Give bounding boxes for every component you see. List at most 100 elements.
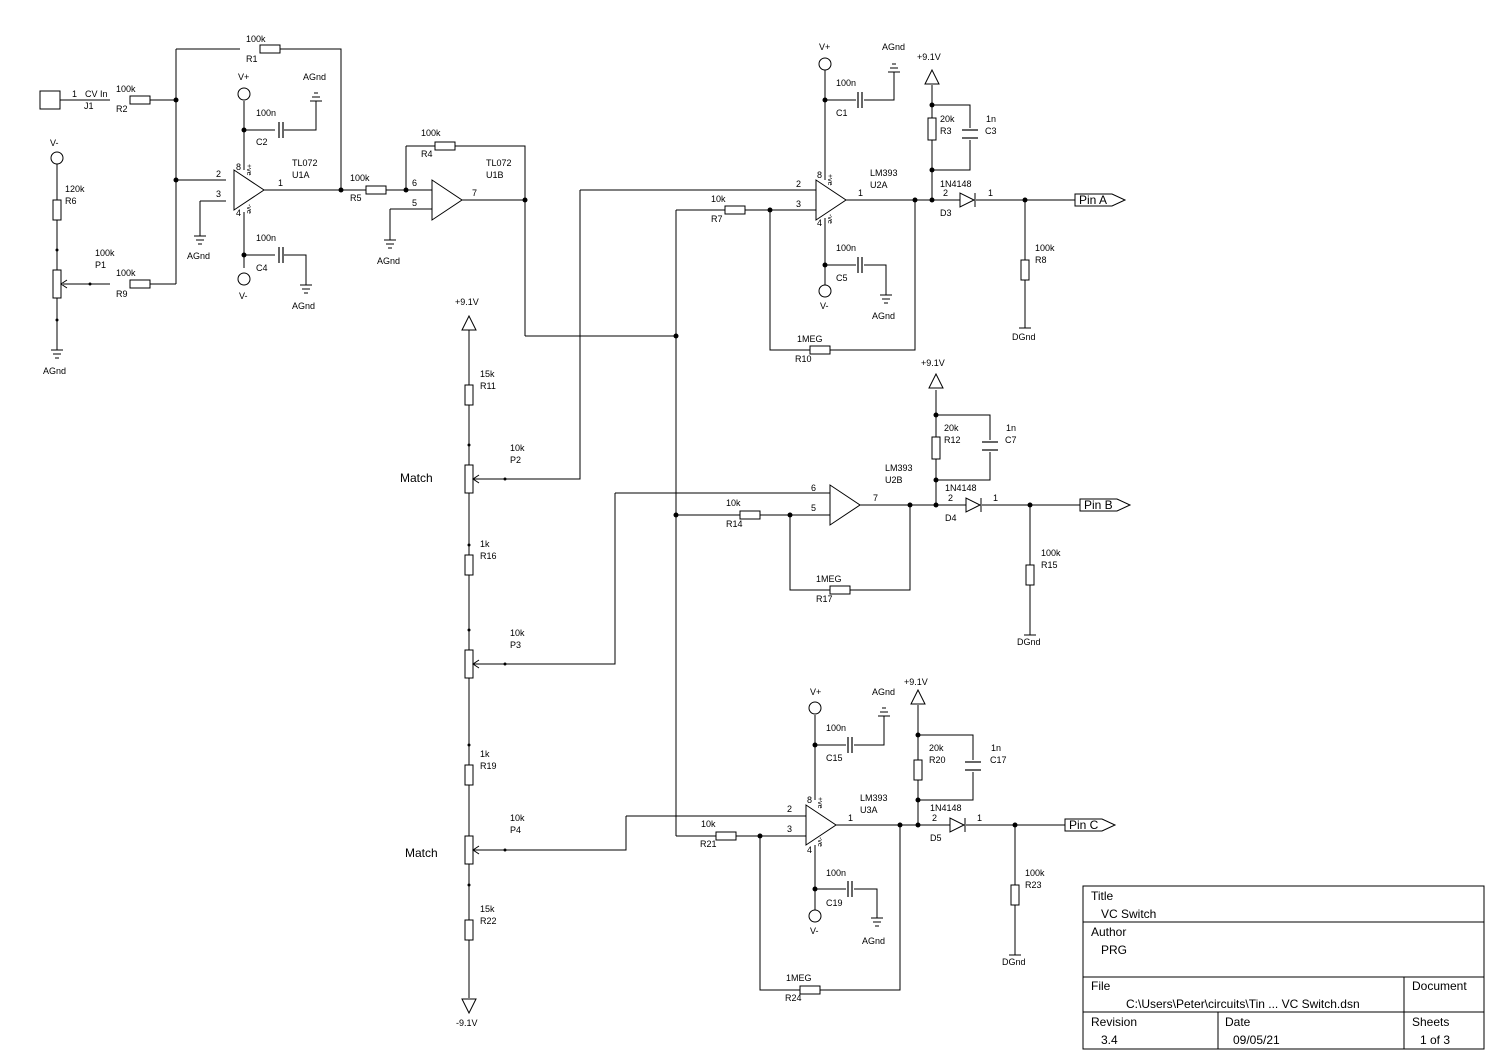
label-pin: 8 <box>236 162 241 172</box>
label-r5-ref: R5 <box>350 193 362 203</box>
label-c3-value: 1n <box>986 114 996 124</box>
agnd-symbol <box>194 235 206 245</box>
label-r6-ref: R6 <box>65 196 77 206</box>
label-r11-ref: R11 <box>480 381 496 391</box>
label-agnd: AGnd <box>292 301 315 311</box>
label-nve: -ve <box>816 837 823 847</box>
label-r17-value: 1MEG <box>816 574 842 584</box>
label-r7-ref: R7 <box>711 214 723 224</box>
label-p2-ref: P2 <box>510 455 521 465</box>
label-j1-ref: J1 <box>84 101 94 111</box>
label-u2a-type: LM393 <box>870 168 898 178</box>
op-amps <box>233 169 861 846</box>
label-r14-ref: R14 <box>726 519 743 529</box>
label-pin: 7 <box>472 188 477 198</box>
label-vminus: V- <box>810 926 819 936</box>
label-r10-ref: R10 <box>795 354 812 364</box>
vminus-terminal-u1 <box>237 272 251 286</box>
port-pin-b <box>1079 498 1132 512</box>
label-r22-ref: R22 <box>480 916 497 926</box>
label-p1-ref: P1 <box>95 260 106 270</box>
label-c2-value: 100n <box>256 108 276 118</box>
label-c4-value: 100n <box>256 233 276 243</box>
capacitor-c1 <box>857 92 863 108</box>
label-pin: 4 <box>807 845 812 855</box>
capacitor-c4 <box>278 247 284 263</box>
resistor-r22 <box>464 919 474 941</box>
label-r20-ref: R20 <box>929 755 946 765</box>
label-u2b-type: LM393 <box>885 463 913 473</box>
resistor-r4 <box>434 141 456 151</box>
label-pin: 1 <box>278 178 283 188</box>
capacitor-c15 <box>847 737 853 753</box>
vref-plus-symbol-2 <box>928 372 944 389</box>
resistor-r6 <box>52 199 62 221</box>
junctions <box>55 97 1033 892</box>
label-u2b-ref: U2B <box>885 475 903 485</box>
label-u1b-type: TL072 <box>486 158 512 168</box>
label-vplus: V+ <box>810 687 821 697</box>
file-label: File <box>1091 979 1111 993</box>
comparator-u2a <box>815 179 847 221</box>
label-r3-ref: R3 <box>940 126 952 136</box>
label-pin: 8 <box>807 795 812 805</box>
resistor-r24 <box>799 985 821 995</box>
agnd-symbol <box>888 63 900 73</box>
label-pin: 4 <box>236 208 241 218</box>
label-pin: 1 <box>993 493 998 503</box>
label-pin-a: Pin A <box>1079 193 1107 207</box>
label-vplus: V+ <box>238 72 249 82</box>
capacitors <box>278 92 998 897</box>
capacitor-c17 <box>965 761 981 771</box>
label-c17-ref: C17 <box>990 755 1007 765</box>
label-r19-value: 1k <box>480 749 490 759</box>
resistors <box>52 44 1035 995</box>
ground-symbols <box>51 63 1036 956</box>
label-pin: 5 <box>811 503 816 513</box>
label-r22-value: 15k <box>480 904 495 914</box>
label-u1a-ref: U1A <box>292 170 310 180</box>
label-r2-ref: R2 <box>116 104 128 114</box>
label-c19-ref: C19 <box>826 898 843 908</box>
label-r6-value: 120k <box>65 184 85 194</box>
vplus-terminal-u3 <box>808 701 822 715</box>
resistor-r21 <box>715 831 737 841</box>
resistor-r8 <box>1020 259 1030 281</box>
label-r12-value: 20k <box>944 423 959 433</box>
label-j1-value: CV In <box>85 89 108 99</box>
capacitor-c2 <box>278 122 284 138</box>
label-r9-value: 100k <box>116 268 136 278</box>
label-p3-value: 10k <box>510 628 525 638</box>
label-c5-ref: C5 <box>836 273 848 283</box>
pot-wipers <box>60 279 480 855</box>
label-c3-ref: C3 <box>985 126 997 136</box>
label-agnd: AGnd <box>303 72 326 82</box>
label-r16-ref: R16 <box>480 551 497 561</box>
label-d3-type: 1N4148 <box>940 179 972 189</box>
agnd-symbol <box>878 707 890 717</box>
label-d5-ref: D5 <box>930 833 942 843</box>
vref-plus-symbol-3 <box>910 688 926 705</box>
label-r21-value: 10k <box>701 819 716 829</box>
label-c15-value: 100n <box>826 723 846 733</box>
label-r8-ref: R8 <box>1035 255 1047 265</box>
label-u1a-type: TL072 <box>292 158 318 168</box>
resistor-r1 <box>259 44 281 54</box>
vref-plus-symbol-4 <box>461 314 477 331</box>
capacitor-c5 <box>857 257 863 273</box>
label-pin: 1 <box>988 188 993 198</box>
label-d4-type: 1N4148 <box>945 483 977 493</box>
label-pin: 2 <box>787 804 792 814</box>
comparator-u2b <box>829 484 861 526</box>
label-pin: 4 <box>817 218 822 228</box>
resistor-r20 <box>913 759 923 781</box>
label-r4-value: 100k <box>421 128 441 138</box>
wires <box>56 48 1080 998</box>
author-value: PRG <box>1101 943 1127 957</box>
label-c17-value: 1n <box>991 743 1001 753</box>
label-agnd: AGnd <box>862 936 885 946</box>
pot-p4 <box>464 835 474 865</box>
label-dgnd: DGnd <box>1002 957 1026 967</box>
label-u3a-type: LM393 <box>860 793 888 803</box>
